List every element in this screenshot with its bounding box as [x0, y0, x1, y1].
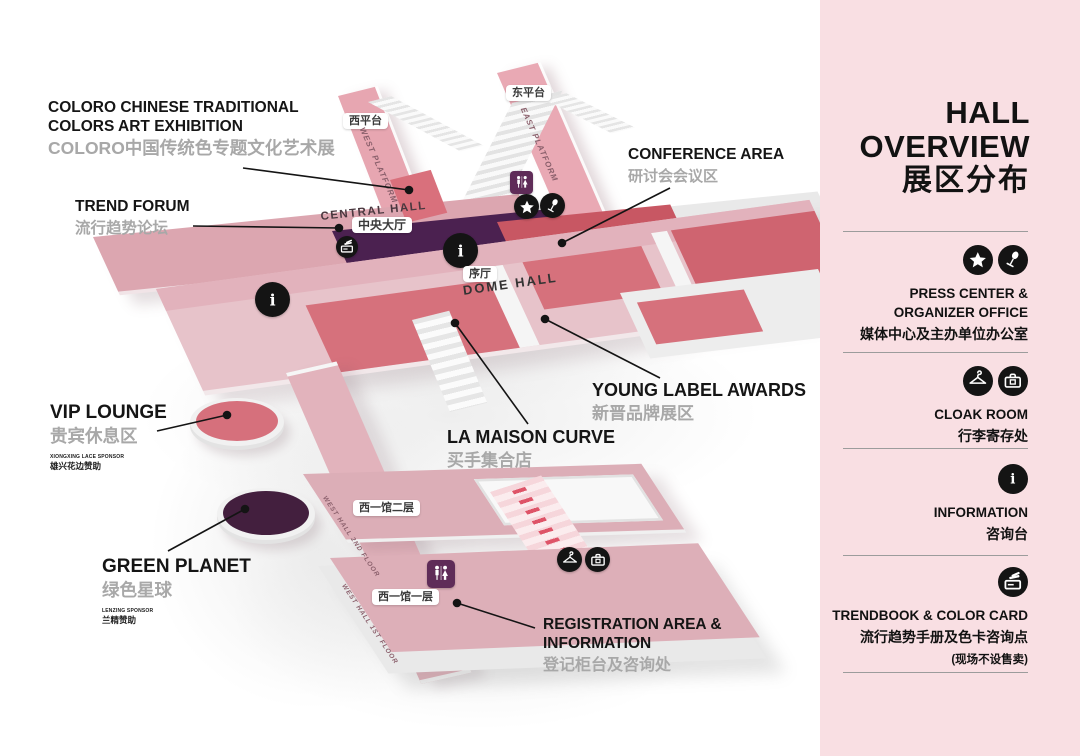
- legend-item-press-center: PRESS CENTER & ORGANIZER OFFICE 媒体中心及主办单…: [860, 245, 1028, 344]
- page-title: HALL OVERVIEW 展区分布: [859, 96, 1030, 198]
- green-planet-zone: [223, 491, 309, 535]
- legend-icons: i: [998, 464, 1028, 494]
- legend-label-en: INFORMATION: [933, 505, 1028, 520]
- callout-trend-forum: TREND FORUM 流行趋势论坛: [75, 197, 190, 239]
- callout-subtitle: 研讨会会议区: [628, 168, 719, 185]
- west-hall-2f-tag: 西一馆二层: [353, 500, 420, 516]
- callout-vip-lounge: VIP LOUNGE 贵宾休息区 XIONGXING LACE SPONSOR …: [50, 402, 167, 472]
- hanger-icon: [557, 547, 582, 572]
- legend-label-zh: 流行趋势手册及色卡咨询点: [860, 629, 1028, 645]
- info-icon: i: [255, 282, 290, 317]
- foyer-tag: 序厅: [463, 266, 497, 282]
- sponsor-zh: 兰精赞助: [102, 615, 137, 625]
- callout-title: COLORS ART EXHIBITION: [48, 118, 243, 135]
- suitcase-icon: [998, 366, 1028, 396]
- legend-label-en: TRENDBOOK & COLOR CARD: [832, 608, 1028, 623]
- divider: [843, 231, 1028, 232]
- svg-text:i: i: [270, 290, 276, 309]
- legend-item-cloak-room: CLOAK ROOM 行李寄存处: [934, 366, 1028, 446]
- microphone-icon: [998, 245, 1028, 275]
- callout-title: TREND FORUM: [75, 198, 190, 215]
- info-icon: i: [998, 464, 1028, 494]
- central-hall-tag: 中央大厅: [352, 217, 413, 233]
- callout-title: INFORMATION: [543, 635, 652, 652]
- legend-note: (现场不设售卖): [951, 654, 1028, 666]
- divider: [843, 555, 1028, 556]
- divider: [843, 352, 1028, 353]
- callout-title: REGISTRATION AREA &: [543, 616, 722, 633]
- title-line-2: OVERVIEW: [859, 129, 1030, 164]
- microphone-icon: [540, 193, 565, 218]
- callout-registration: REGISTRATION AREA & INFORMATION 登记柜台及咨询处: [543, 615, 722, 676]
- legend-icons: [998, 567, 1028, 597]
- legend-label-en: ORGANIZER OFFICE: [893, 305, 1028, 320]
- toilet-icon: [427, 560, 455, 588]
- callout-subtitle: 买手集合店: [447, 451, 532, 470]
- callout-title: VIP LOUNGE: [50, 402, 167, 423]
- vip-lounge-zone: [196, 401, 278, 441]
- sponsor-zh: 雄兴花边赞助: [50, 461, 102, 471]
- sponsor-note: XIONGXING LACE SPONSOR 雄兴花边赞助: [50, 454, 167, 472]
- legend-sidebar: HALL OVERVIEW 展区分布 PRESS CENTER & ORGANI…: [820, 0, 1080, 756]
- floor-plan: i i 西平台 东平台 中央大厅 序厅 西一馆二层 西一馆一层 WEST PLA…: [48, 62, 820, 730]
- callout-title: LA MAISON CURVE: [447, 427, 616, 447]
- star-icon: [963, 245, 993, 275]
- hanger-icon: [963, 366, 993, 396]
- legend-label-en: PRESS CENTER &: [909, 286, 1028, 301]
- callout-subtitle: COLORO中国传统色专题文化艺术展: [48, 138, 335, 158]
- callout-green-planet: GREEN PLANET 绿色星球 LENZING SPONSOR 兰精赞助: [102, 556, 251, 626]
- legend-icons: [963, 366, 1028, 396]
- toilet-icon: [510, 171, 533, 194]
- callout-subtitle: 登记柜台及咨询处: [543, 657, 672, 674]
- callout-subtitle: 流行趋势论坛: [75, 220, 169, 237]
- star-icon: [514, 194, 539, 219]
- callout-young-label-awards: YOUNG LABEL AWARDS 新晋品牌展区: [592, 380, 806, 424]
- legend-label-en: CLOAK ROOM: [934, 407, 1028, 422]
- info-icon: i: [443, 233, 478, 268]
- callout-la-maison-curve: LA MAISON CURVE 买手集合店: [447, 427, 615, 471]
- legend-label-zh: 咨询台: [986, 526, 1028, 542]
- title-line-1: HALL: [945, 95, 1030, 130]
- svg-text:i: i: [1010, 472, 1015, 488]
- west-hall-1f-tag: 西一馆一层: [372, 589, 439, 605]
- suitcase-icon: [585, 547, 610, 572]
- legend-icons: [963, 245, 1028, 275]
- sponsor-note: LENZING SPONSOR 兰精赞助: [102, 608, 251, 626]
- callout-subtitle: 贵宾休息区: [50, 426, 138, 446]
- callout-subtitle: 绿色星球: [102, 580, 172, 600]
- colorcard-icon: [336, 236, 358, 258]
- title-line-3: 展区分布: [902, 164, 1030, 197]
- east-platform-tag: 东平台: [506, 85, 551, 101]
- east-wing-red-zone: [636, 289, 764, 345]
- callout-title: GREEN PLANET: [102, 556, 251, 577]
- callout-conference-area: CONFERENCE AREA 研讨会会议区: [628, 145, 784, 187]
- callout-title: CONFERENCE AREA: [628, 146, 785, 163]
- west-platform-tag: 西平台: [343, 113, 388, 129]
- divider: [843, 672, 1028, 673]
- callout-title: YOUNG LABEL AWARDS: [592, 380, 807, 400]
- legend-item-information: i INFORMATION 咨询台: [934, 464, 1028, 544]
- callout-title: COLORO CHINESE TRADITIONAL: [48, 99, 299, 116]
- sponsor-en: XIONGXING LACE SPONSOR: [50, 454, 125, 460]
- svg-text:i: i: [458, 241, 464, 260]
- sponsor-en: LENZING SPONSOR: [102, 608, 154, 614]
- colorcard-icon: [998, 567, 1028, 597]
- legend-item-trendbook: TRENDBOOK & COLOR CARD 流行趋势手册及色卡咨询点 (现场不…: [832, 567, 1028, 667]
- callout-subtitle: 新晋品牌展区: [592, 404, 694, 423]
- legend-label-zh: 媒体中心及主办单位办公室: [860, 326, 1028, 342]
- legend-label-zh: 行李寄存处: [958, 428, 1028, 444]
- callout-coloro-exhibition: COLORO CHINESE TRADITIONAL COLORS ART EX…: [48, 98, 335, 159]
- divider: [843, 448, 1028, 449]
